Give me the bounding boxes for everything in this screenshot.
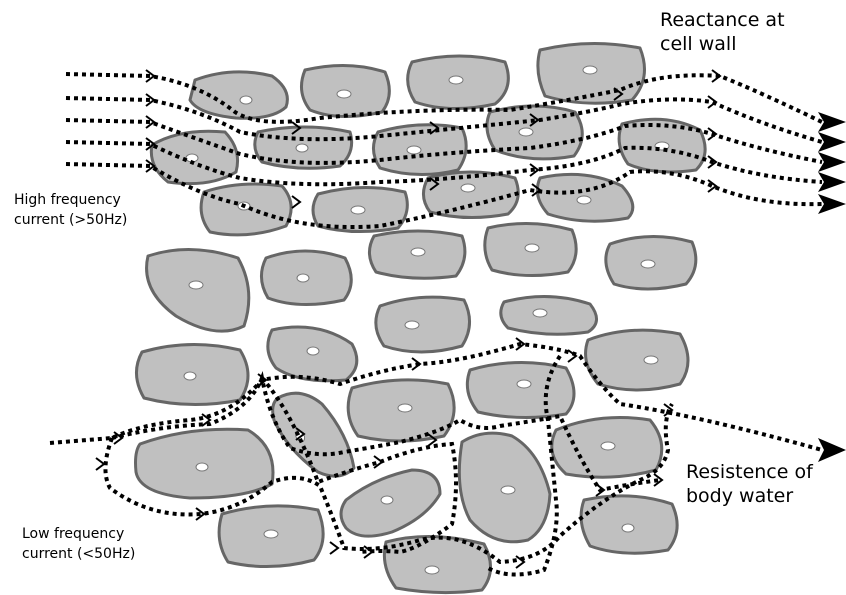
nucleus	[519, 128, 533, 136]
resistance-label-line1: Resistence of	[686, 460, 813, 484]
nucleus	[501, 486, 515, 494]
nucleus	[337, 90, 351, 98]
cell	[147, 249, 249, 331]
nucleus	[641, 260, 655, 268]
nucleus	[461, 184, 475, 192]
cell	[467, 362, 574, 417]
nucleus	[351, 206, 365, 214]
nucleus	[533, 309, 547, 317]
chevron	[96, 458, 104, 470]
arrowhead	[818, 152, 846, 172]
arrowhead	[818, 112, 846, 132]
nucleus	[240, 96, 252, 104]
nucleus	[297, 274, 309, 282]
nucleus	[449, 76, 463, 84]
chevron	[708, 96, 716, 108]
low-frequency-label-line1: Low frequency	[22, 524, 135, 544]
nucleus	[184, 372, 196, 380]
reactance-label: Reactance at cell wall	[660, 8, 785, 56]
chevron	[568, 350, 576, 362]
nucleus	[307, 347, 319, 355]
reactance-label-line1: Reactance at	[660, 8, 785, 32]
high-frequency-label-line1: High frequency	[14, 190, 127, 210]
nucleus	[583, 66, 597, 74]
cell	[273, 393, 354, 476]
nucleus	[398, 404, 412, 412]
high-frequency-label: High frequency current (>50Hz)	[14, 190, 127, 230]
nucleus	[264, 530, 278, 538]
nucleus	[381, 496, 393, 504]
nucleus	[411, 248, 425, 256]
nucleus	[577, 196, 591, 204]
nucleus	[622, 524, 634, 532]
arrowhead	[818, 132, 846, 152]
nucleus	[296, 144, 308, 152]
low-frequency-label-line2: current (<50Hz)	[22, 544, 135, 564]
nucleus	[189, 281, 203, 289]
nucleus	[405, 321, 419, 329]
nucleus	[644, 356, 658, 364]
nucleus	[407, 146, 421, 154]
cell	[190, 72, 287, 118]
cell	[376, 297, 470, 352]
nucleus	[601, 442, 615, 450]
chevron	[330, 542, 338, 554]
nucleus	[525, 244, 539, 252]
nucleus	[425, 566, 439, 574]
chevron	[292, 196, 300, 208]
cell	[501, 296, 597, 334]
arrowhead	[818, 438, 846, 462]
arrowhead	[818, 194, 846, 214]
reactance-label-line2: cell wall	[660, 32, 785, 56]
low-frequency-label: Low frequency current (<50Hz)	[22, 524, 135, 564]
resistance-label: Resistence of body water	[686, 460, 813, 508]
arrowhead	[818, 172, 846, 192]
nucleus	[517, 380, 531, 388]
high-frequency-label-line2: current (>50Hz)	[14, 210, 127, 230]
resistance-label-line2: body water	[686, 484, 813, 508]
nucleus	[196, 463, 208, 471]
